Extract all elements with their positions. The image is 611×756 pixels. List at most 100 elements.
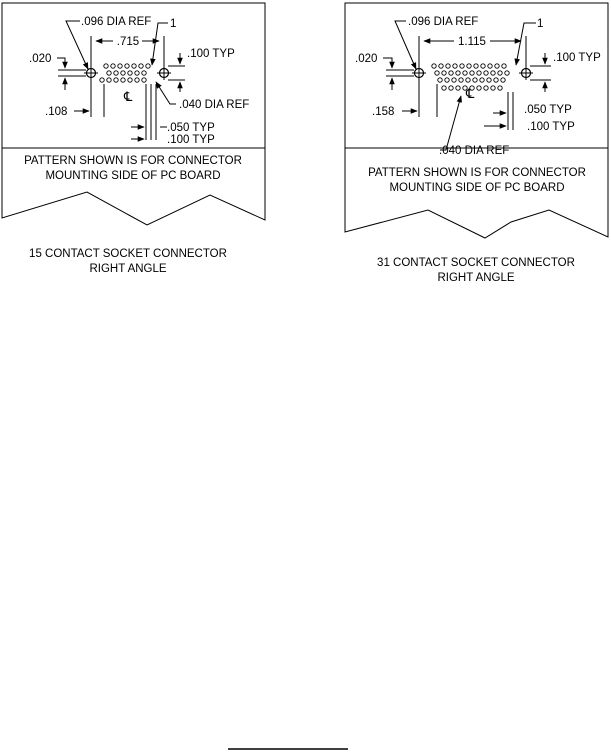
left-caption-line-2: RIGHT ANGLE bbox=[89, 263, 166, 275]
contact-hole bbox=[448, 85, 454, 91]
contact-hole bbox=[493, 77, 499, 83]
contact-hole bbox=[455, 85, 461, 91]
contact-hole bbox=[99, 77, 105, 83]
right-caption-line-1: 31 CONTACT SOCKET CONNECTOR bbox=[377, 257, 575, 269]
contact-hole bbox=[120, 70, 126, 76]
contact-hole bbox=[134, 70, 140, 76]
right-label-typ: .100 TYP bbox=[553, 52, 601, 64]
contact-hole bbox=[480, 63, 486, 69]
contact-hole bbox=[500, 77, 506, 83]
contact-hole bbox=[455, 70, 461, 76]
left-label-typ: .100 TYP bbox=[187, 48, 235, 60]
left-mounting-hole-left bbox=[84, 66, 98, 80]
left-caption-line-1: 15 CONTACT SOCKET CONNECTOR bbox=[29, 248, 227, 260]
right-panel-outline bbox=[344, 2, 609, 239]
left-label-dia-ref: .096 DIA REF bbox=[81, 16, 151, 28]
right-hole-pattern bbox=[431, 63, 510, 91]
contact-hole bbox=[465, 77, 471, 83]
contact-hole bbox=[106, 70, 112, 76]
left-label-row: .100 TYP bbox=[167, 134, 215, 146]
contact-hole bbox=[490, 70, 496, 76]
contact-hole bbox=[469, 85, 475, 91]
left-note-line-2: MOUNTING SIDE OF PC BOARD bbox=[45, 170, 220, 182]
right-label-small-dia: .040 DIA REF bbox=[439, 145, 509, 157]
contact-hole bbox=[127, 77, 133, 83]
contact-hole bbox=[138, 63, 144, 69]
contact-hole bbox=[124, 63, 130, 69]
contact-hole bbox=[113, 70, 119, 76]
contact-hole bbox=[127, 70, 133, 76]
right-detail-panel: .096 DIA REF 1 1.115 .100 TYP .020 .158 … bbox=[344, 2, 609, 284]
contact-hole bbox=[110, 63, 116, 69]
contact-hole bbox=[134, 77, 140, 83]
right-label-edge: .158 bbox=[372, 106, 394, 118]
contact-hole bbox=[504, 70, 510, 76]
contact-hole bbox=[445, 63, 451, 69]
left-label-small-dia: .040 DIA REF bbox=[179, 99, 249, 111]
contact-hole bbox=[448, 70, 454, 76]
contact-hole bbox=[476, 70, 482, 76]
left-label-edge: .108 bbox=[45, 106, 67, 118]
contact-hole bbox=[459, 63, 465, 69]
left-leader-small-dia bbox=[155, 81, 176, 105]
contact-hole bbox=[483, 85, 489, 91]
contact-hole bbox=[106, 77, 112, 83]
contact-hole bbox=[462, 85, 468, 91]
contact-hole bbox=[444, 77, 450, 83]
right-label-row: .100 TYP bbox=[527, 121, 575, 133]
left-leader-dia-ref bbox=[65, 20, 89, 70]
left-dim-020-a bbox=[57, 57, 68, 69]
contact-hole bbox=[438, 63, 444, 69]
left-label-width: .715 bbox=[117, 36, 139, 48]
contact-hole bbox=[117, 63, 123, 69]
left-leader-pin-1 bbox=[150, 22, 168, 66]
right-caption-line-2: RIGHT ANGLE bbox=[437, 272, 514, 284]
contact-hole bbox=[469, 70, 475, 76]
contact-hole bbox=[113, 77, 119, 83]
right-leader-small-dia bbox=[440, 95, 463, 151]
right-label-pitch: .050 TYP bbox=[524, 104, 572, 116]
right-mounting-hole-right bbox=[519, 66, 533, 80]
contact-hole bbox=[486, 77, 492, 83]
left-label-pin-1: 1 bbox=[170, 18, 176, 30]
contact-hole bbox=[451, 77, 457, 83]
left-label-offset: .020 bbox=[29, 53, 51, 65]
contact-hole bbox=[441, 70, 447, 76]
right-centerline-mark: ℄ bbox=[465, 86, 475, 101]
right-dim-020-a bbox=[383, 57, 395, 69]
contact-hole bbox=[141, 77, 147, 83]
right-mounting-hole-left bbox=[412, 66, 426, 80]
contact-hole bbox=[473, 63, 479, 69]
right-leader-pin-1 bbox=[514, 22, 536, 66]
left-label-pitch: .050 TYP bbox=[167, 122, 215, 134]
right-label-pin-1: 1 bbox=[537, 18, 543, 30]
contact-hole bbox=[458, 77, 464, 83]
right-leader-dia-ref bbox=[394, 20, 417, 70]
contact-hole bbox=[487, 63, 493, 69]
left-panel-outline bbox=[1, 2, 266, 226]
contact-hole bbox=[452, 63, 458, 69]
contact-hole bbox=[497, 85, 503, 91]
right-label-dia-ref: .096 DIA REF bbox=[408, 16, 478, 28]
contact-hole bbox=[131, 63, 137, 69]
contact-hole bbox=[466, 63, 472, 69]
contact-hole bbox=[490, 85, 496, 91]
right-note-line-2: MOUNTING SIDE OF PC BOARD bbox=[389, 182, 564, 194]
contact-hole bbox=[497, 70, 503, 76]
contact-hole bbox=[120, 77, 126, 83]
left-detail-panel: .096 DIA REF 1 .715 .100 TYP .020 .108 ℄… bbox=[1, 2, 266, 275]
contact-hole bbox=[472, 77, 478, 83]
contact-hole bbox=[494, 63, 500, 69]
contact-hole bbox=[483, 70, 489, 76]
contact-hole bbox=[501, 63, 507, 69]
contact-hole bbox=[479, 77, 485, 83]
right-note-line-1: PATTERN SHOWN IS FOR CONNECTOR bbox=[368, 167, 586, 179]
contact-hole bbox=[441, 85, 447, 91]
contact-hole bbox=[476, 85, 482, 91]
contact-hole bbox=[462, 70, 468, 76]
contact-hole bbox=[141, 70, 147, 76]
contact-hole bbox=[434, 70, 440, 76]
contact-hole bbox=[431, 63, 437, 69]
contact-hole bbox=[437, 77, 443, 83]
